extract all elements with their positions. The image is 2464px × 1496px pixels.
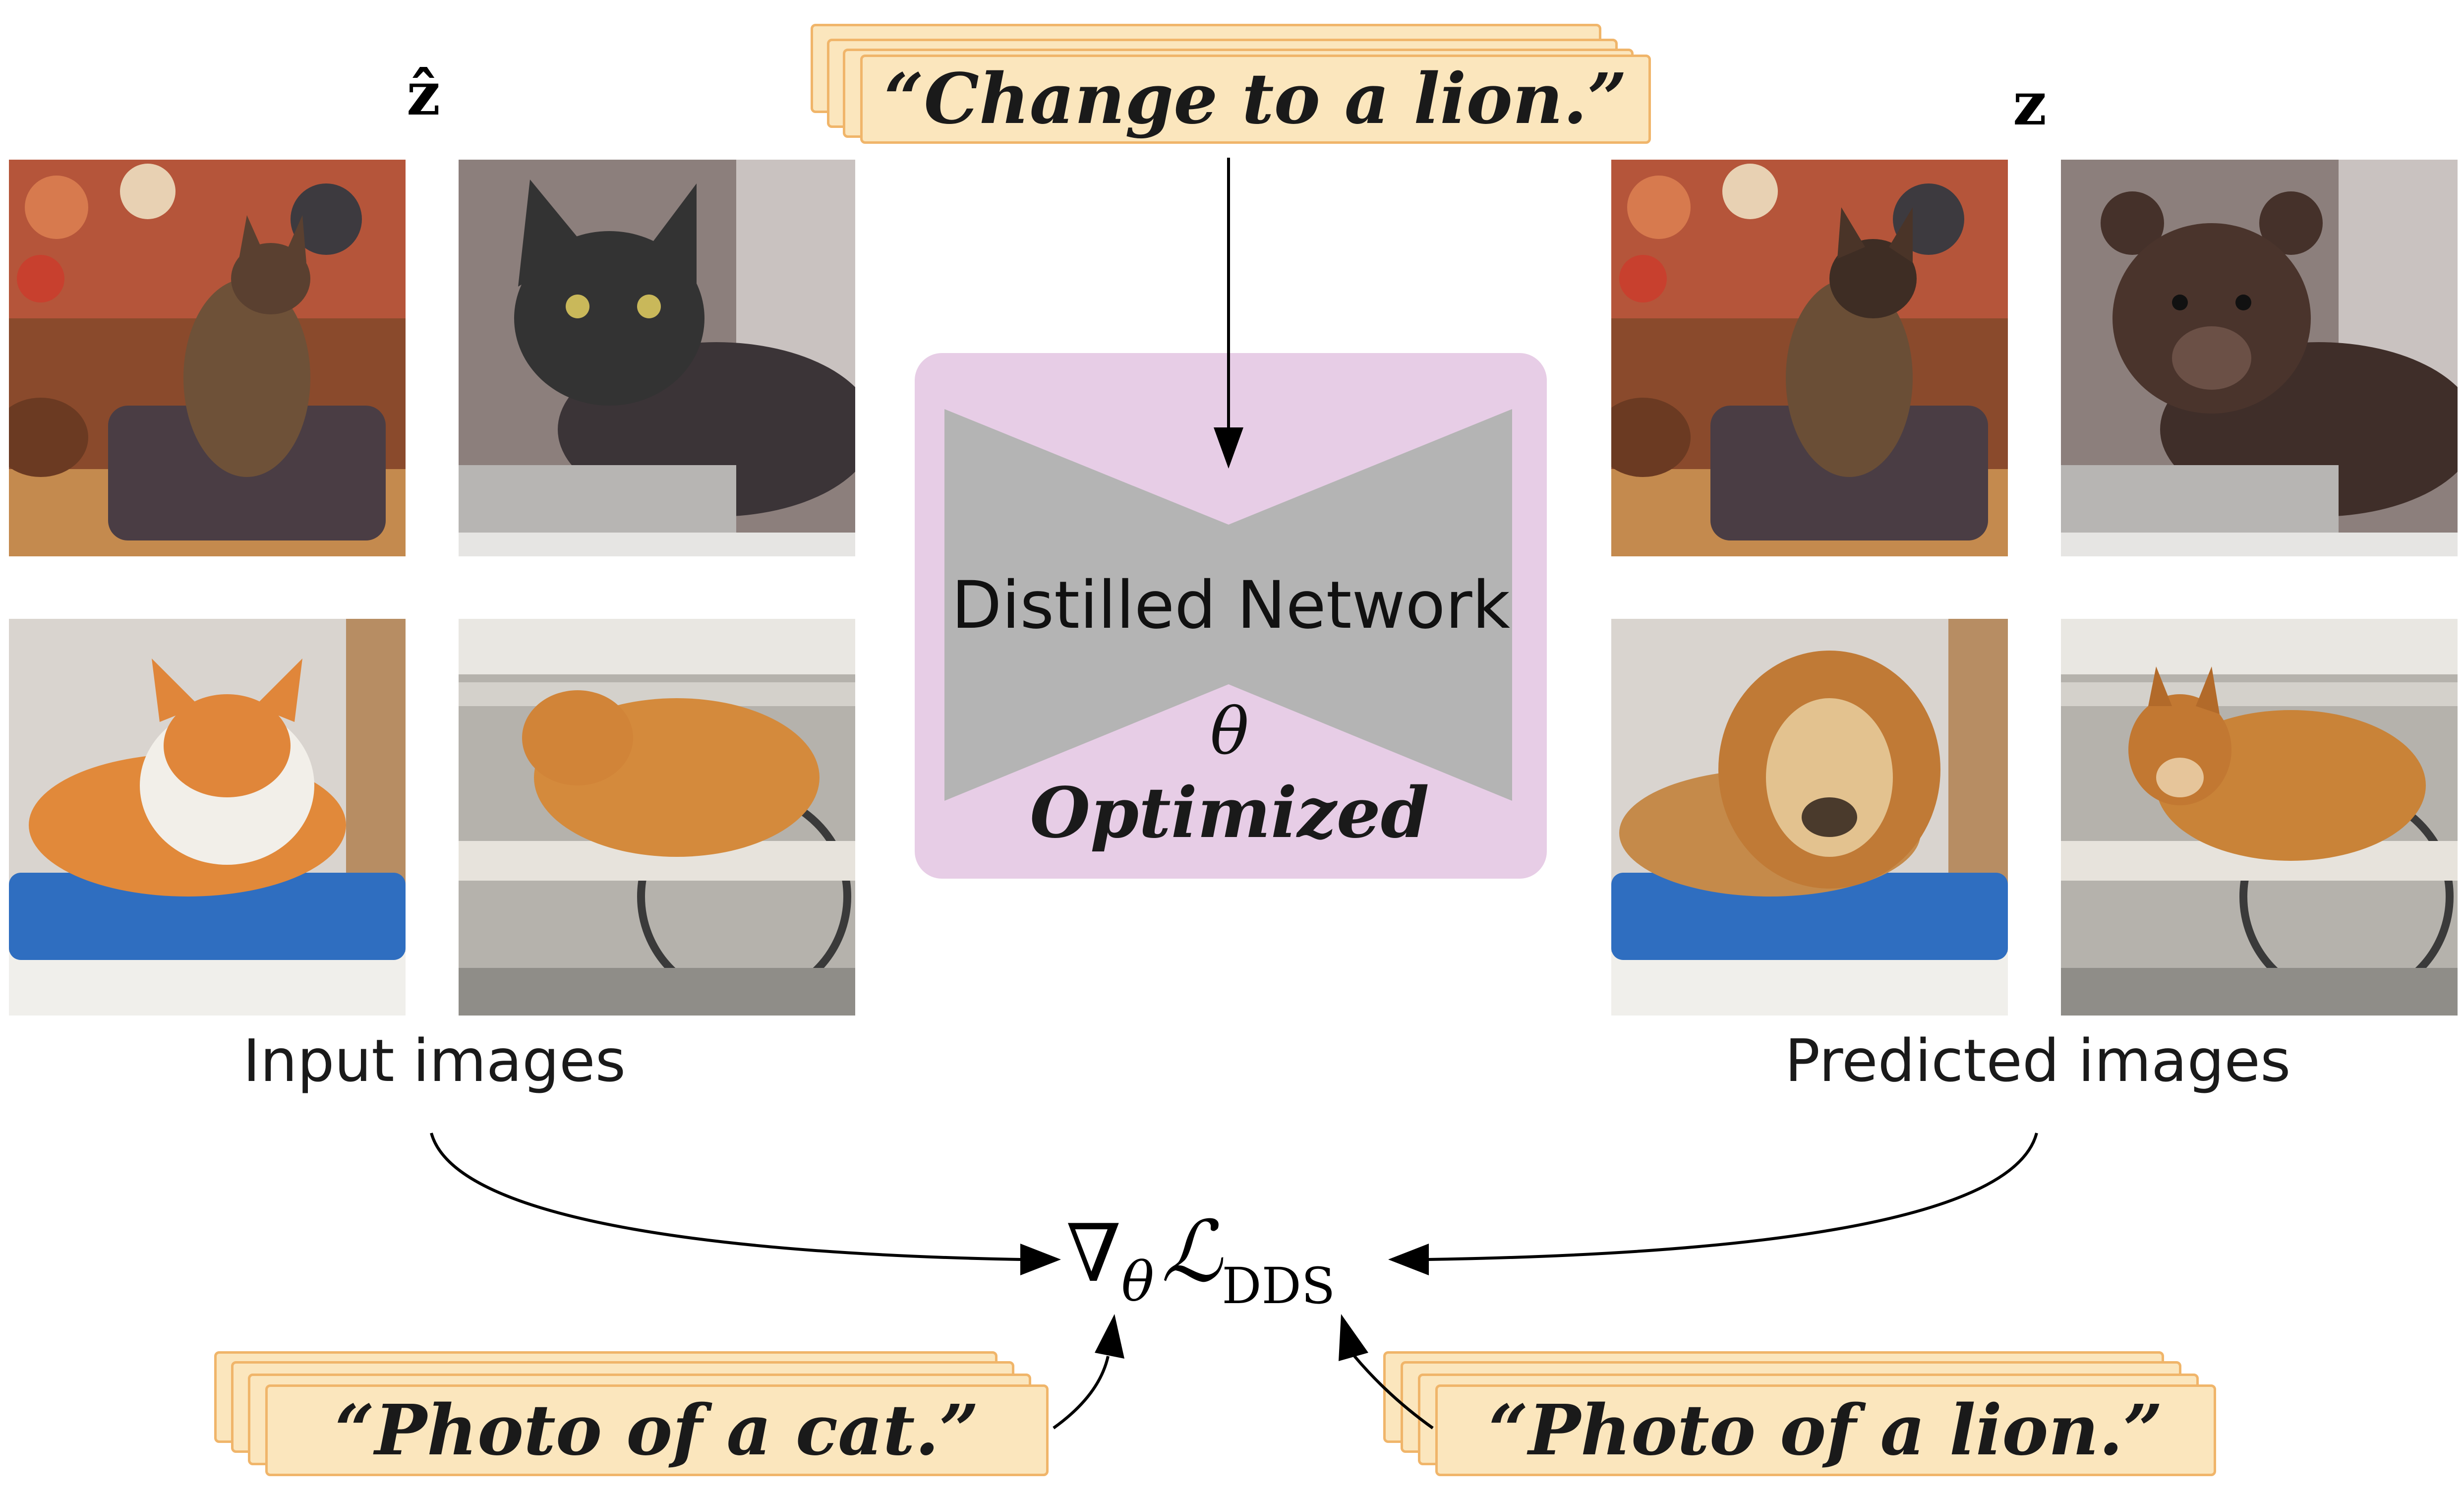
input-images-caption: Input images [243,1026,626,1095]
arrow-input-to-loss [430,1133,1022,1261]
target-prompt-text: “Photo of a lion.” [1488,1389,2163,1471]
gradient-subscript: θ [1121,1250,1154,1314]
input-latent-label: ẑ [407,59,441,129]
network-optimized-label: Optimized [1030,773,1429,854]
network-hourglass [944,409,1512,801]
source-prompt-card: “Photo of a cat.” [265,1384,1049,1476]
arrow-predicted-to-loss [1427,1133,2038,1261]
source-prompt-text: “Photo of a cat.” [335,1389,979,1471]
loss-symbol: ℒ [1161,1203,1222,1301]
arrowhead-predicted [1388,1244,1429,1275]
edit-prompt-card: “Change to a lion.” [860,55,1651,144]
arrowhead-input [1020,1244,1061,1275]
network-theta: θ [1210,694,1249,769]
input-image-black-cat [459,160,855,556]
arrowhead-network [1214,427,1243,469]
target-prompt-card: “Photo of a lion.” [1435,1384,2216,1476]
nabla-symbol: ∇ [1066,1207,1121,1300]
input-image-orange-cat-bench [459,619,855,1016]
loss-subscript: DDS [1222,1257,1336,1315]
input-image-orange-white-cat [9,619,406,1016]
arrow-target-to-loss [1353,1355,1434,1430]
network-label: Distilled Network [951,567,1510,644]
dds-loss-formula: ∇θℒDDS [1066,1210,1335,1311]
edit-prompt-text: “Change to a lion.” [884,59,1627,140]
arrowhead-source [1095,1314,1124,1359]
predicted-image-squirrel [2061,619,2458,1016]
input-image-tortoiseshell-cat [9,160,406,556]
predicted-image-tortoiseshell-edit [1611,160,2008,556]
arrow-source-to-loss [1053,1356,1110,1430]
predicted-images-caption: Predicted images [1785,1026,2291,1095]
predicted-latent-label: z [2013,69,2047,139]
predicted-image-bear [2061,160,2458,556]
predicted-image-lion [1611,619,2008,1016]
arrowhead-target [1339,1314,1368,1361]
